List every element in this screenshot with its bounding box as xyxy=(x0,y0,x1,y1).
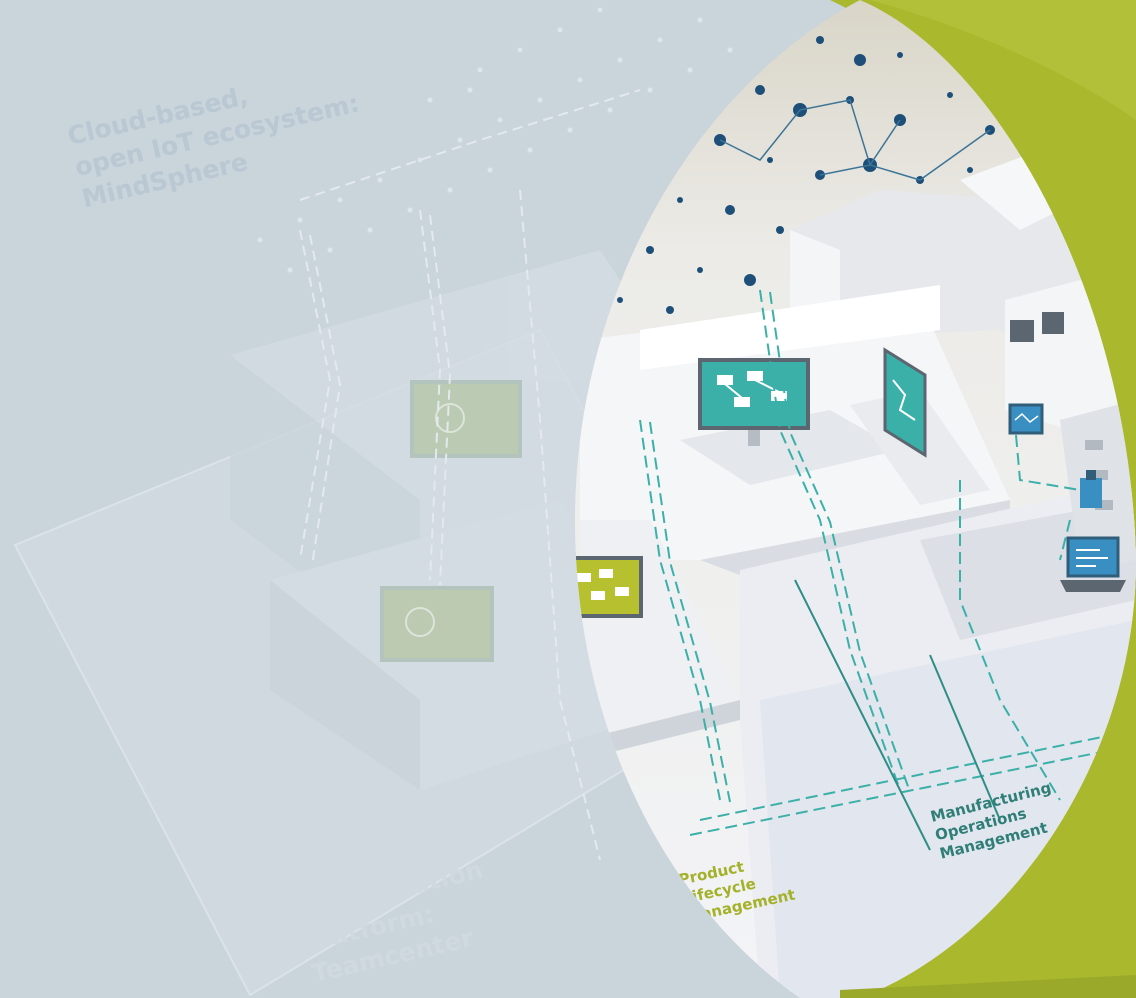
faded-dashed-links xyxy=(299,89,641,861)
tablet-icon xyxy=(1008,403,1044,435)
section-dividers xyxy=(794,579,1001,851)
teal-links xyxy=(639,289,1136,836)
machine-icon xyxy=(1080,470,1102,508)
faded-dot-network xyxy=(257,7,733,273)
factory-lens: Product Lifecycle Management Manufacturi… xyxy=(575,0,1136,998)
faded-monitor-1 xyxy=(410,380,522,458)
faded-monitor-2 xyxy=(380,586,494,662)
teamcenter-label: Collaboration platform: Teamcenter xyxy=(295,855,486,988)
laptop-icon xyxy=(1060,536,1126,592)
monitor-icon xyxy=(883,347,927,458)
network-links xyxy=(719,99,991,181)
monitor-icon xyxy=(698,358,810,446)
monitor-icon xyxy=(575,556,643,618)
